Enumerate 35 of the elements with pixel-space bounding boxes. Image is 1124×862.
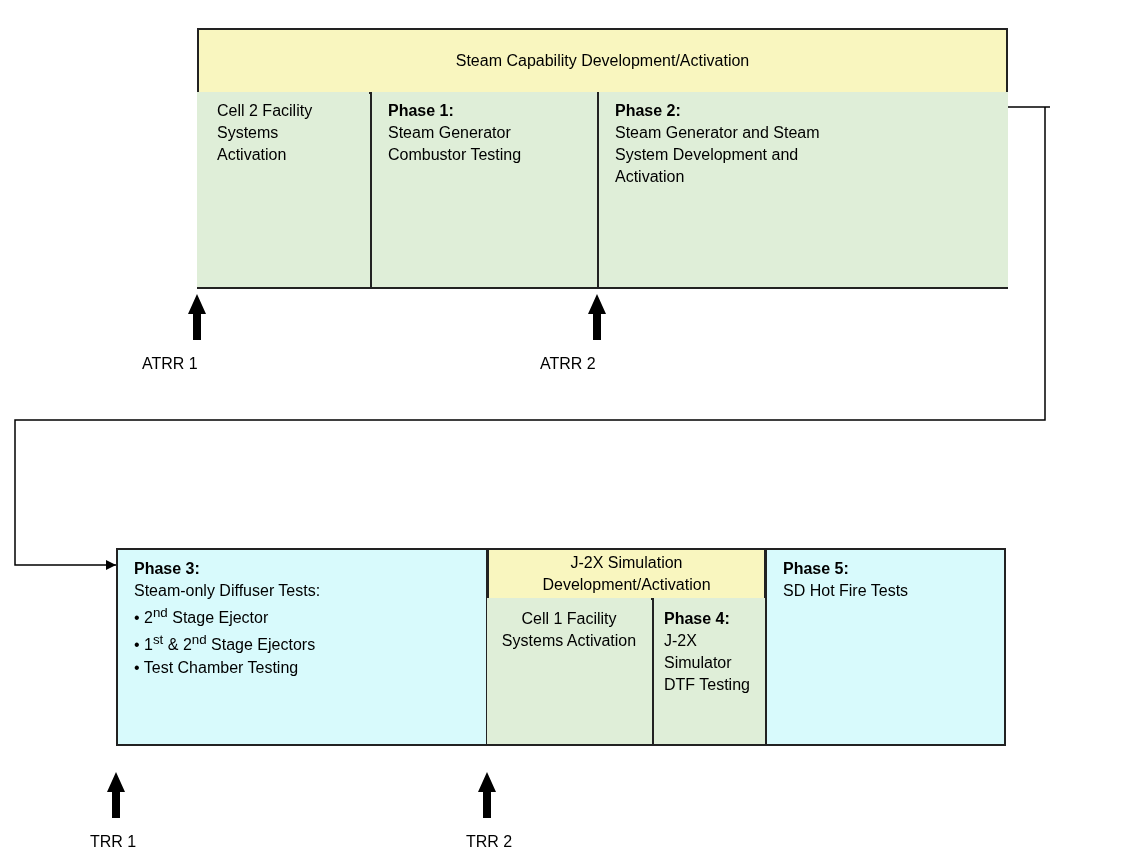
phase-title: Phase 5: [783, 559, 850, 579]
phase-description: Cell 1 Facility Systems Activation [500, 609, 638, 651]
group-heading: J-2X Simulation Development/Activation [489, 550, 764, 600]
phase-box [197, 92, 369, 287]
phase-description: SD Hot Fire Tests [783, 581, 910, 601]
phase-group-box [487, 548, 766, 746]
phase-title: Phase 4: [664, 609, 731, 629]
phase-box [652, 598, 766, 744]
phase-group-box [197, 28, 1008, 289]
phase-description: • Test Chamber Testing [134, 657, 300, 678]
phase-box [487, 598, 651, 744]
phase-description: J-2X Simulator DTF Testing [664, 631, 751, 695]
milestone-arrow [478, 772, 496, 818]
phase-box [116, 548, 488, 746]
phase-title: Phase 1: [388, 101, 455, 121]
phase-title: Phase 2: [615, 101, 682, 121]
connector-arrow [14, 106, 1051, 571]
milestone-label: ATRR 2 [540, 355, 596, 373]
milestone-arrow [588, 294, 606, 340]
milestone-label: TRR 2 [466, 833, 513, 851]
milestone-label: ATRR 1 [142, 355, 198, 373]
milestone-arrow [107, 772, 125, 818]
phase-title: Phase 3: [134, 559, 201, 579]
phase-description: Cell 2 Facility Systems Activation [217, 101, 314, 165]
phase-description: • 2$^{nd}$ Stage Ejector [134, 604, 270, 629]
phase-description: • 1$^{st}$ & 2$^{nd}$ Stage Ejectors [134, 631, 317, 656]
phase-description: Steam Generator Combustor Testing [388, 123, 523, 165]
phase-box [370, 92, 598, 287]
group-heading: Steam Capability Development/Activation [199, 30, 1006, 94]
phase-description: Steam-only Diffuser Tests: [134, 581, 322, 601]
milestone-arrow [188, 294, 206, 340]
milestone-label: TRR 1 [90, 833, 137, 851]
phase-box [597, 92, 1008, 287]
phase-description: Steam Generator and Steam System Development and Activation [615, 123, 821, 187]
phase-box [765, 548, 1006, 746]
